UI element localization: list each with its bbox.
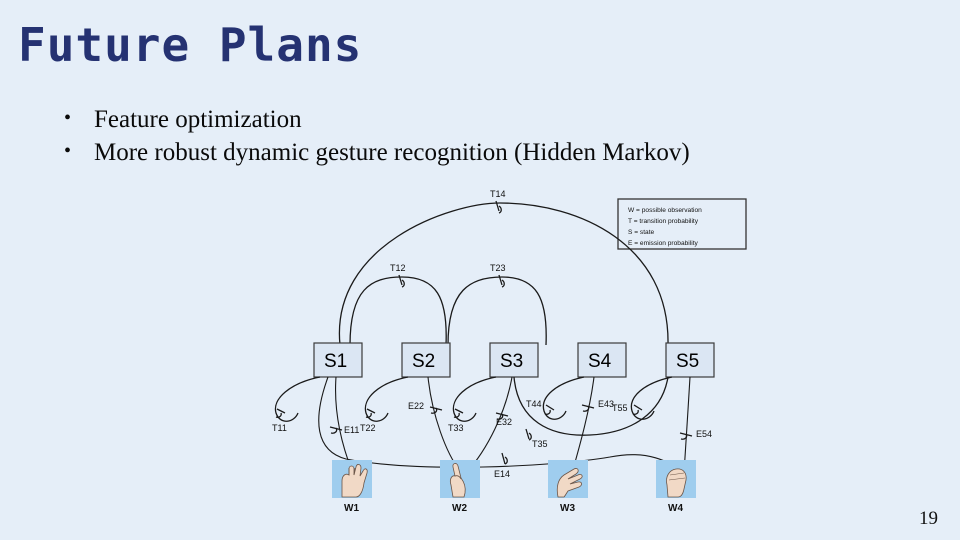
edge-label: T55 — [612, 403, 628, 413]
edge-label: E14 — [494, 469, 510, 479]
edge-label: E32 — [496, 417, 512, 427]
edge-label: T22 — [360, 423, 376, 433]
observation-label: W1 — [344, 503, 359, 514]
page-number: 19 — [919, 508, 938, 529]
edge-label: T44 — [526, 399, 542, 409]
emission-edge-e54: E54 — [679, 376, 712, 474]
edge-label: E43 — [598, 399, 614, 409]
state-node-s1: S1 — [313, 342, 363, 378]
bullet-list: • Feature optimization • More robust dyn… — [64, 104, 864, 169]
edge-label: T12 — [390, 263, 406, 273]
edge-label: T33 — [448, 423, 464, 433]
state-node-s5: S5 — [665, 342, 715, 378]
observation-label: W4 — [668, 503, 683, 514]
self-loop-t44: T44 — [526, 376, 585, 420]
emission-edge-e11: E11 — [329, 376, 359, 472]
legend-box: W = possible observation T = transition … — [617, 198, 747, 250]
transition-arc-t35: T35 — [513, 376, 669, 449]
self-loop-t22: T22 — [360, 376, 409, 433]
emission-edge-e43: E43 — [571, 376, 614, 474]
observation-label: W3 — [560, 503, 575, 514]
self-loop-t55: T55 — [612, 376, 673, 420]
edge-label: E54 — [696, 429, 712, 439]
state-label: S3 — [500, 351, 523, 372]
bullet-marker-icon: • — [64, 139, 72, 162]
observation-node-w4: W4 — [656, 460, 696, 514]
observation-node-w3: W3 — [548, 460, 588, 514]
edge-label: T23 — [490, 263, 506, 273]
legend-line: T = transition probability — [628, 218, 699, 225]
state-label: S5 — [676, 351, 699, 372]
state-node-s4: S4 — [577, 342, 627, 378]
transition-arc-t23: T23 — [447, 263, 547, 346]
self-loop-t33: T33 — [448, 376, 497, 433]
state-label: S1 — [324, 351, 347, 372]
observation-node-w2: W2 — [440, 460, 480, 514]
bullet-text: Feature optimization — [94, 106, 302, 133]
list-item: • Feature optimization — [64, 104, 864, 137]
hidden-markov-model-diagram: .edge { fill: none; stroke: #1a1a1a; str… — [250, 185, 770, 525]
observation-node-w1: W1 — [332, 460, 372, 514]
observation-label: W2 — [452, 503, 467, 514]
legend-line: S = state — [628, 229, 655, 236]
transition-arc-t14: T14 — [338, 189, 669, 346]
edge-label: E22 — [408, 401, 424, 411]
bullet-marker-icon: • — [64, 107, 72, 129]
edge-label: T35 — [532, 439, 548, 449]
emission-edge-e32: E32 — [465, 376, 513, 474]
list-item: • More robust dynamic gesture recognitio… — [64, 137, 864, 170]
page-title: Future Plans — [18, 18, 363, 72]
state-node-s2: S2 — [401, 342, 451, 378]
transition-arc-t12: T12 — [349, 263, 447, 346]
edge-label: T14 — [490, 189, 506, 199]
legend-line: E = emission probability — [628, 240, 699, 247]
legend-line: W = possible observation — [628, 207, 702, 214]
self-loop-t11: T11 — [272, 376, 321, 433]
bullet-text: More robust dynamic gesture recognition … — [94, 138, 690, 166]
state-node-s3: S3 — [489, 342, 539, 378]
state-label: S2 — [412, 351, 435, 372]
edge-label: T11 — [272, 423, 287, 433]
state-label: S4 — [588, 351, 612, 372]
edge-label: E11 — [344, 425, 359, 435]
